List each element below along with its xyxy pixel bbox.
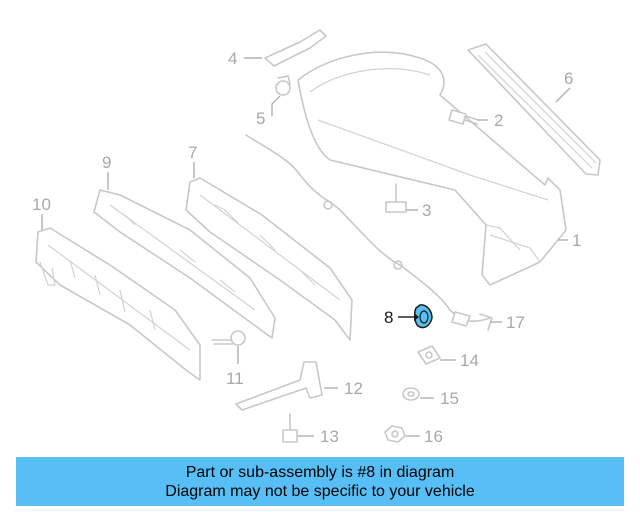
callout-14: 14 (460, 351, 479, 370)
callout-7: 7 (188, 143, 197, 162)
leader-8-arrowhead (414, 313, 419, 321)
callout-9: 9 (102, 153, 111, 172)
part-10-impact-bar (35, 227, 201, 381)
part-14-clip-nut (417, 345, 441, 365)
part-1-bumper-cover (297, 51, 567, 286)
callout-13: 13 (320, 427, 339, 446)
callout-8: 8 (384, 308, 393, 327)
part-5-clip (275, 75, 291, 96)
callout-6: 6 (564, 69, 573, 88)
parts-diagram: 1 2 3 4 5 6 7 8 9 10 11 12 13 14 15 16 1… (32, 29, 601, 446)
callout-15: 15 (440, 389, 459, 408)
callout-17: 17 (506, 313, 525, 332)
banner-line-1: Part or sub-assembly is #8 in diagram (185, 463, 455, 481)
part-7-absorber (185, 177, 353, 341)
leader-6 (555, 87, 571, 103)
part-13-bolt (282, 413, 298, 443)
part-11-bolt (211, 330, 246, 346)
part-12-bracket (235, 361, 323, 411)
part-16-nut (384, 425, 406, 443)
part-17-wiring-harness (245, 134, 493, 331)
callout-3: 3 (422, 201, 431, 220)
callout-12: 12 (344, 379, 363, 398)
callout-16: 16 (424, 427, 443, 446)
part-3-screw (385, 183, 407, 213)
leader-5 (271, 95, 281, 116)
callout-4: 4 (228, 49, 237, 68)
part-9-reinforcement (93, 189, 276, 339)
part-2-bolt (448, 109, 479, 125)
callout-10: 10 (32, 195, 51, 214)
banner-line-2: Diagram may not be specific to your vehi… (165, 482, 475, 500)
info-banner: Part or sub-assembly is #8 in diagram Di… (16, 457, 624, 506)
part-15-washer (402, 387, 420, 401)
callout-1: 1 (572, 231, 581, 250)
callout-5: 5 (256, 109, 265, 128)
part-4-bracket (264, 29, 327, 67)
callout-11: 11 (226, 369, 244, 388)
part-6-trim-strip (467, 43, 601, 176)
callout-2: 2 (494, 111, 503, 130)
